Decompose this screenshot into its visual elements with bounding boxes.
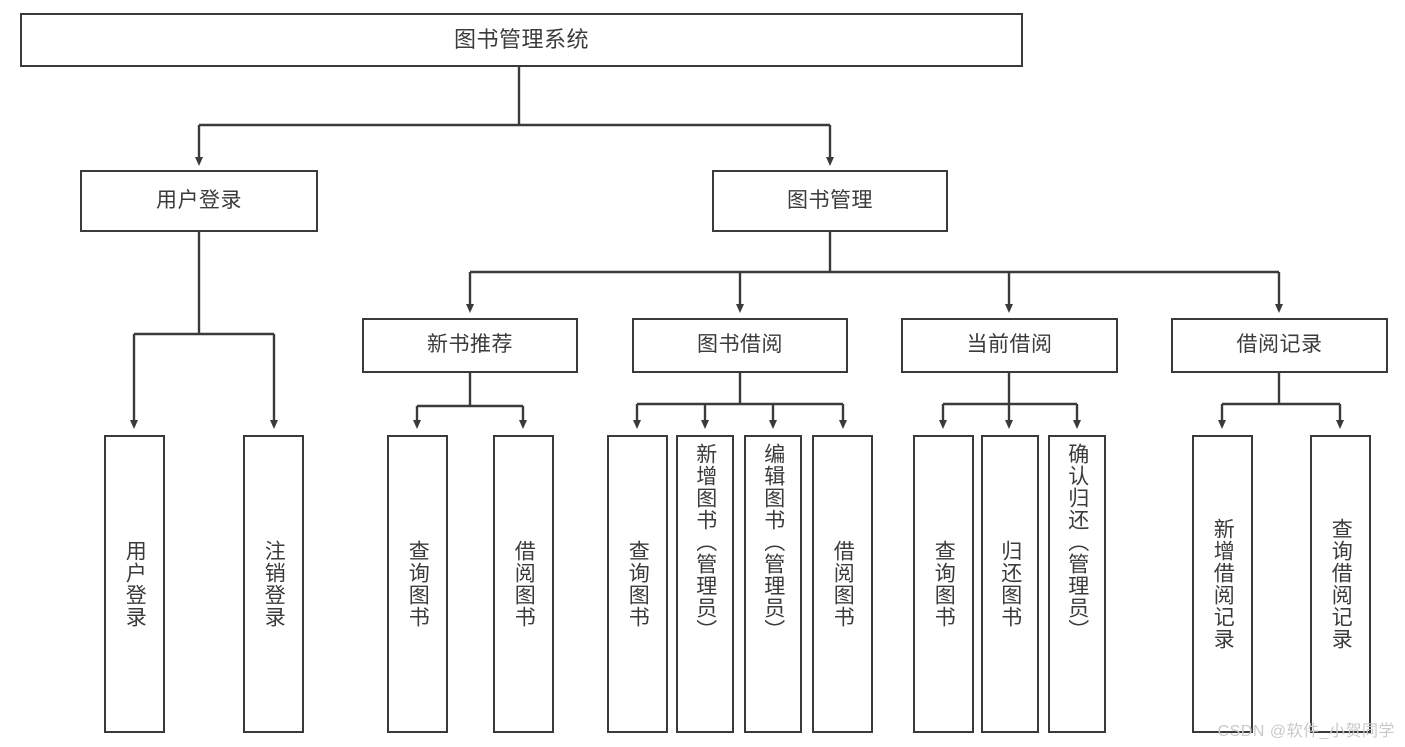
node-label: 新书推荐 xyxy=(427,333,513,357)
node-book-management[interactable]: 图书管理 xyxy=(712,170,948,232)
node-root-book-management-system[interactable]: 图书管理系统 xyxy=(20,13,1023,67)
node-leaf-add-book-admin[interactable]: 新增图书（管理员） xyxy=(676,435,734,733)
node-leaf-query-book-recommend[interactable]: 查询图书 xyxy=(387,435,448,733)
node-leaf-query-book-borrow[interactable]: 查询图书 xyxy=(607,435,668,733)
node-label: 查询图书 xyxy=(626,540,650,628)
node-leaf-edit-book-admin[interactable]: 编辑图书（管理员） xyxy=(744,435,802,733)
node-label: 确认归还（管理员） xyxy=(1065,443,1089,641)
node-label: 用户登录 xyxy=(123,540,147,628)
node-label: 新增借阅记录 xyxy=(1211,518,1235,650)
node-label: 图书管理系统 xyxy=(453,27,589,53)
node-leaf-add-borrow-record[interactable]: 新增借阅记录 xyxy=(1192,435,1253,733)
node-leaf-borrow-book-recommend[interactable]: 借阅图书 xyxy=(493,435,554,733)
node-current-borrow[interactable]: 当前借阅 xyxy=(901,318,1118,373)
node-label: 查询借阅记录 xyxy=(1329,518,1353,650)
node-leaf-query-book-current[interactable]: 查询图书 xyxy=(913,435,974,733)
node-label: 注销登录 xyxy=(262,540,286,628)
node-label: 用户登录 xyxy=(156,188,242,212)
node-leaf-query-borrow-record[interactable]: 查询借阅记录 xyxy=(1310,435,1371,733)
node-borrow-record[interactable]: 借阅记录 xyxy=(1171,318,1388,373)
node-label: 图书管理 xyxy=(787,188,873,212)
node-label: 借阅图书 xyxy=(831,540,855,628)
node-label: 当前借阅 xyxy=(966,333,1053,357)
node-leaf-borrow-book[interactable]: 借阅图书 xyxy=(812,435,873,733)
node-new-book-recommend[interactable]: 新书推荐 xyxy=(362,318,578,373)
node-label: 借阅记录 xyxy=(1236,333,1323,357)
node-leaf-logout[interactable]: 注销登录 xyxy=(243,435,304,733)
node-leaf-confirm-return-admin[interactable]: 确认归还（管理员） xyxy=(1048,435,1106,733)
node-label: 借阅图书 xyxy=(512,540,536,628)
node-leaf-user-login[interactable]: 用户登录 xyxy=(104,435,165,733)
node-user-login[interactable]: 用户登录 xyxy=(80,170,318,232)
watermark-text: CSDN @软件_小贺同学 xyxy=(1217,723,1395,740)
node-label: 查询图书 xyxy=(932,540,956,628)
node-leaf-return-book[interactable]: 归还图书 xyxy=(981,435,1039,733)
node-label: 归还图书 xyxy=(998,540,1022,628)
node-label: 图书借阅 xyxy=(697,333,783,357)
node-label: 新增图书（管理员） xyxy=(693,443,717,641)
node-label: 编辑图书（管理员） xyxy=(761,443,785,641)
node-book-borrow[interactable]: 图书借阅 xyxy=(632,318,848,373)
node-label: 查询图书 xyxy=(406,540,430,628)
